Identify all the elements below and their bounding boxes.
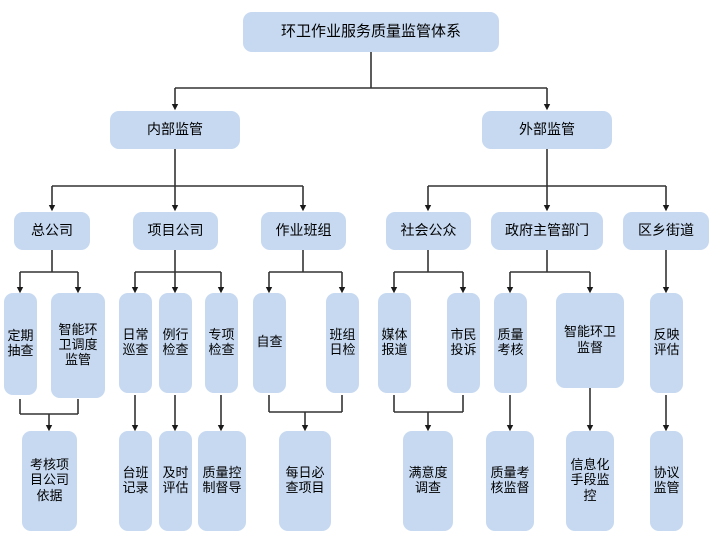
node-smart-dispatch-supervision[interactable]: 智能环卫调度监管 — [51, 293, 105, 398]
node-quality-control-guidance-label: 质量控制督导 — [202, 465, 242, 496]
node-self-inspection[interactable]: 自查 — [253, 293, 286, 393]
node-root-label: 环卫作业服务质量监管体系 — [280, 22, 461, 41]
node-feedback-evaluation-label: 反映评估 — [653, 327, 680, 358]
node-team-daily-check[interactable]: 班组日检 — [326, 293, 359, 393]
node-district-street-label: 区乡街道 — [638, 222, 694, 239]
node-project-company[interactable]: 项目公司 — [133, 212, 218, 250]
node-media-report-label: 媒体报道 — [381, 327, 408, 358]
node-media-report[interactable]: 媒体报道 — [378, 293, 411, 393]
node-assessment-basis-label: 考核项目公司依据 — [29, 458, 69, 504]
node-shift-record-label: 台班记录 — [122, 465, 149, 496]
node-quality-control-guidance[interactable]: 质量控制督导 — [198, 431, 246, 531]
node-smart-sanitation-supervision[interactable]: 智能环卫监督 — [556, 293, 624, 388]
node-timely-evaluation[interactable]: 及时评估 — [159, 431, 192, 531]
node-external-supervision[interactable]: 外部监管 — [482, 111, 612, 149]
node-external-supervision-label: 外部监管 — [519, 121, 575, 138]
node-daily-required-items-label: 每日必查项目 — [285, 465, 325, 496]
node-satisfaction-survey[interactable]: 满意度调查 — [403, 431, 453, 531]
node-agreement-supervision-label: 协议监管 — [653, 465, 680, 496]
node-root[interactable]: 环卫作业服务质量监管体系 — [243, 12, 499, 52]
node-periodic-spot-check-label: 定期抽查 — [7, 328, 34, 359]
node-district-street[interactable]: 区乡街道 — [623, 212, 709, 250]
node-daily-patrol[interactable]: 日常巡查 — [119, 293, 152, 393]
node-government-department-label: 政府主管部门 — [505, 222, 589, 239]
node-team-daily-check-label: 班组日检 — [329, 327, 356, 358]
node-timely-evaluation-label: 及时评估 — [162, 465, 189, 496]
node-informatization-monitoring-label: 信息化手段监控 — [570, 458, 610, 504]
node-smart-sanitation-supervision-label: 智能环卫监督 — [563, 325, 616, 356]
node-internal-supervision-label: 内部监管 — [147, 121, 203, 138]
node-quality-assessment-label: 质量考核 — [497, 327, 524, 358]
node-special-inspection[interactable]: 专项检查 — [205, 293, 238, 393]
node-smart-dispatch-supervision-label: 智能环卫调度监管 — [58, 322, 98, 369]
node-daily-patrol-label: 日常巡查 — [122, 327, 149, 358]
node-public[interactable]: 社会公众 — [386, 212, 471, 250]
node-public-label: 社会公众 — [400, 222, 457, 239]
node-citizen-complaint-label: 市民投诉 — [450, 327, 477, 358]
node-head-office[interactable]: 总公司 — [14, 212, 90, 250]
node-government-department[interactable]: 政府主管部门 — [491, 212, 603, 250]
node-routine-inspection-label: 例行检查 — [162, 327, 189, 358]
node-satisfaction-survey-label: 满意度调查 — [408, 465, 448, 496]
node-special-inspection-label: 专项检查 — [208, 327, 235, 358]
node-feedback-evaluation[interactable]: 反映评估 — [650, 293, 683, 393]
node-quality-assessment-supervision-label: 质量考核监督 — [490, 465, 530, 496]
node-work-team-label: 作业班组 — [275, 222, 332, 239]
node-informatization-monitoring[interactable]: 信息化手段监控 — [566, 431, 614, 531]
node-daily-required-items[interactable]: 每日必查项目 — [279, 431, 331, 531]
node-work-team[interactable]: 作业班组 — [261, 212, 346, 250]
node-agreement-supervision[interactable]: 协议监管 — [650, 431, 683, 531]
node-quality-assessment-supervision[interactable]: 质量考核监督 — [486, 431, 534, 531]
node-internal-supervision[interactable]: 内部监管 — [110, 111, 240, 149]
node-assessment-basis[interactable]: 考核项目公司依据 — [22, 431, 77, 531]
node-quality-assessment[interactable]: 质量考核 — [494, 293, 527, 393]
node-project-company-label: 项目公司 — [147, 222, 204, 239]
node-shift-record[interactable]: 台班记录 — [119, 431, 152, 531]
node-periodic-spot-check[interactable]: 定期抽查 — [4, 293, 37, 395]
node-head-office-label: 总公司 — [31, 222, 73, 239]
node-citizen-complaint[interactable]: 市民投诉 — [447, 293, 480, 393]
node-self-inspection-label: 自查 — [256, 335, 283, 351]
node-routine-inspection[interactable]: 例行检查 — [159, 293, 192, 393]
